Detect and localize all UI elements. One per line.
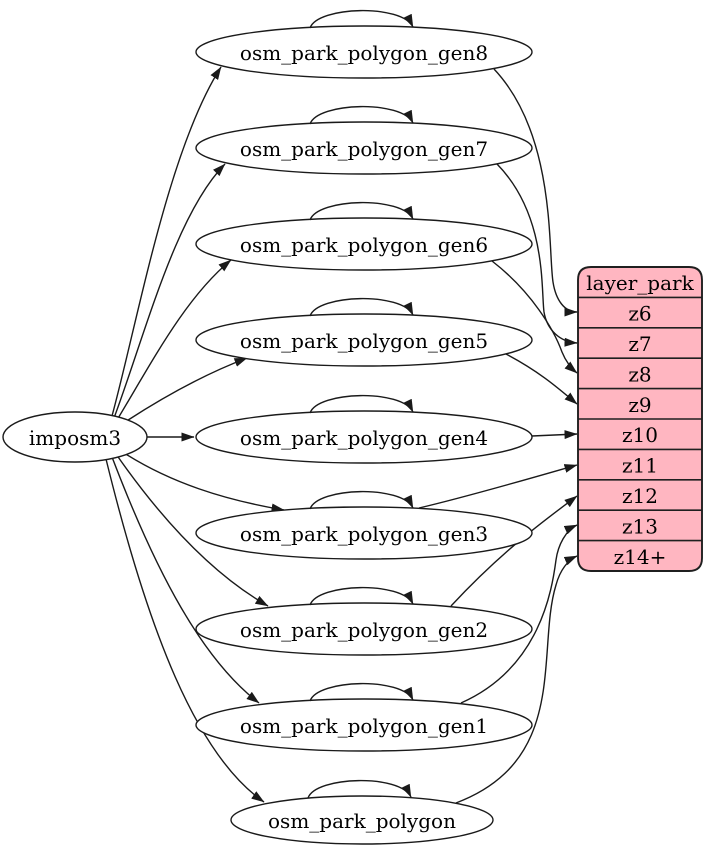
self-loop-gen7 xyxy=(309,105,414,125)
node-ellipse-polygon xyxy=(230,795,494,845)
node-label-imposm3: imposm3 xyxy=(29,426,121,450)
edge-gen4-to-row-z10 xyxy=(531,430,578,440)
layer-table-row-label-z14plus: z14+ xyxy=(614,545,667,569)
node-label-gen3: osm_park_polygon_gen3 xyxy=(240,522,488,546)
node-ellipse-gen8 xyxy=(195,25,533,79)
node-label-gen8: osm_park_polygon_gen8 xyxy=(240,41,488,65)
self-loop-gen6 xyxy=(309,201,414,221)
edge-imposm3-to-gen6 xyxy=(116,259,232,421)
node-label-gen5: osm_park_polygon_gen5 xyxy=(240,329,488,353)
edge-imposm3-to-gen2 xyxy=(115,453,269,607)
edge-imposm3-to-gen8 xyxy=(111,66,222,417)
node-ellipse-gen2 xyxy=(195,602,533,656)
layer-table-row-label-z9: z9 xyxy=(628,393,651,417)
layer-table-title: layer_park xyxy=(586,271,694,295)
edge-gen1-to-row-z13 xyxy=(460,524,578,704)
layer-table-row-label-z10: z10 xyxy=(622,423,658,447)
edge-polygon-to-row-z14plus xyxy=(455,555,578,804)
edge-imposm3-to-gen5 xyxy=(121,357,248,425)
self-loop-gen5 xyxy=(309,297,414,317)
edge-gen7-to-row-z7 xyxy=(496,163,578,347)
layer-table-row-label-z13: z13 xyxy=(622,514,658,538)
self-loop-polygon xyxy=(307,779,412,799)
self-loop-gen1 xyxy=(309,682,414,702)
node-label-gen7: osm_park_polygon_gen7 xyxy=(240,137,488,161)
layer-table-row-label-z7: z7 xyxy=(628,332,651,356)
edge-gen3-to-row-z11 xyxy=(418,464,578,509)
node-ellipse-imposm3 xyxy=(2,411,148,463)
self-loop-gen2 xyxy=(309,586,414,606)
edge-gen5-to-row-z9 xyxy=(505,353,578,405)
node-label-gen1: osm_park_polygon_gen1 xyxy=(240,714,488,738)
node-ellipse-gen6 xyxy=(195,217,533,271)
edge-imposm3-to-polygon xyxy=(105,458,265,803)
layer-table-row-label-z8: z8 xyxy=(628,362,651,386)
edge-imposm3-to-gen7 xyxy=(113,163,226,419)
node-label-gen4: osm_park_polygon_gen4 xyxy=(240,426,488,450)
node-ellipse-gen7 xyxy=(195,121,533,175)
edge-gen8-to-row-z6 xyxy=(493,68,578,317)
self-loop-gen3 xyxy=(309,490,414,510)
edge-imposm3-to-gen1 xyxy=(111,456,260,704)
node-label-gen2: osm_park_polygon_gen2 xyxy=(240,618,488,642)
self-loop-gen4 xyxy=(309,394,414,414)
node-label-polygon: osm_park_polygon xyxy=(268,809,456,833)
node-ellipse-gen1 xyxy=(195,698,533,752)
node-ellipse-gen5 xyxy=(195,313,533,367)
self-loop-gen8 xyxy=(309,9,414,29)
node-ellipse-gen3 xyxy=(195,506,533,560)
layer-table-row-label-z11: z11 xyxy=(622,454,658,478)
layer-table-row-label-z12: z12 xyxy=(622,484,658,508)
edge-gen6-to-row-z8 xyxy=(491,260,578,374)
layer-table-row-label-z6: z6 xyxy=(628,302,651,326)
node-ellipse-gen4 xyxy=(195,410,533,464)
edge-imposm3-to-gen3 xyxy=(120,450,285,513)
node-label-gen6: osm_park_polygon_gen6 xyxy=(240,233,488,257)
